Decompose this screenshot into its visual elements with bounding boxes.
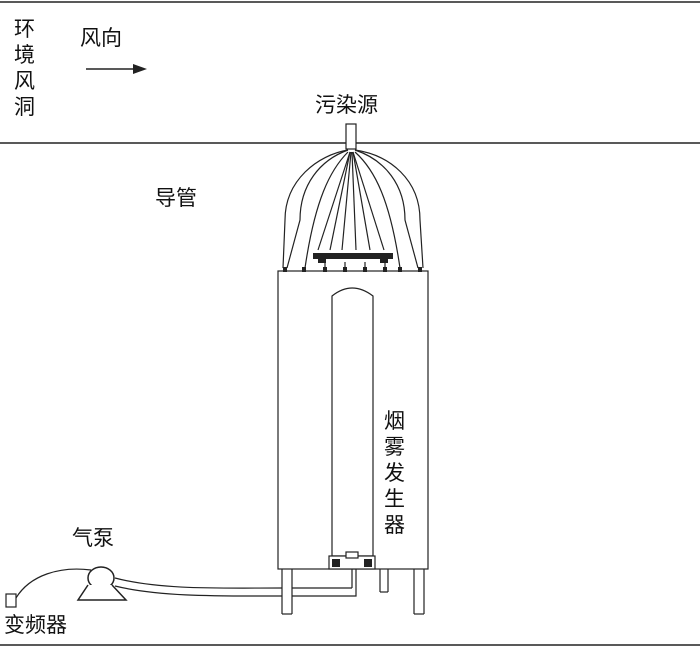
frequency-converter-label: 变频器: [4, 613, 67, 637]
pollution-source-label: 污染源: [315, 93, 378, 117]
cylinder-base: [328, 551, 376, 570]
distribution-tray: [313, 253, 393, 263]
svg-text:烟: 烟: [384, 409, 405, 433]
housing-legs: [281, 569, 425, 615]
pollution-source-nozzle: [345, 123, 357, 150]
svg-text:洞: 洞: [14, 95, 35, 119]
air-supply-pipe: [114, 577, 357, 597]
smoke-generator-housing: [277, 270, 429, 570]
box-top-ports: [283, 267, 422, 272]
svg-text:生: 生: [384, 487, 405, 511]
wind-direction-label: 风向: [80, 26, 122, 50]
smoke-generator-label: 烟 雾 发 生 器: [384, 409, 405, 537]
svg-text:器: 器: [384, 513, 405, 537]
frequency-converter: [5, 568, 92, 608]
air-pump: [76, 566, 128, 601]
conduit-tubes: [282, 149, 424, 272]
conduit-label: 导管: [155, 186, 197, 210]
wind-direction-arrow: [86, 64, 147, 74]
svg-text:环: 环: [14, 17, 35, 41]
svg-text:发: 发: [384, 461, 405, 485]
svg-text:风: 风: [14, 69, 35, 93]
svg-text:境: 境: [14, 43, 35, 67]
air-pump-label: 气泵: [72, 526, 114, 550]
smoke-generator-cylinder: [331, 287, 374, 556]
tunnel-label: 环 境 风 洞: [14, 17, 35, 119]
svg-text:雾: 雾: [384, 435, 405, 459]
